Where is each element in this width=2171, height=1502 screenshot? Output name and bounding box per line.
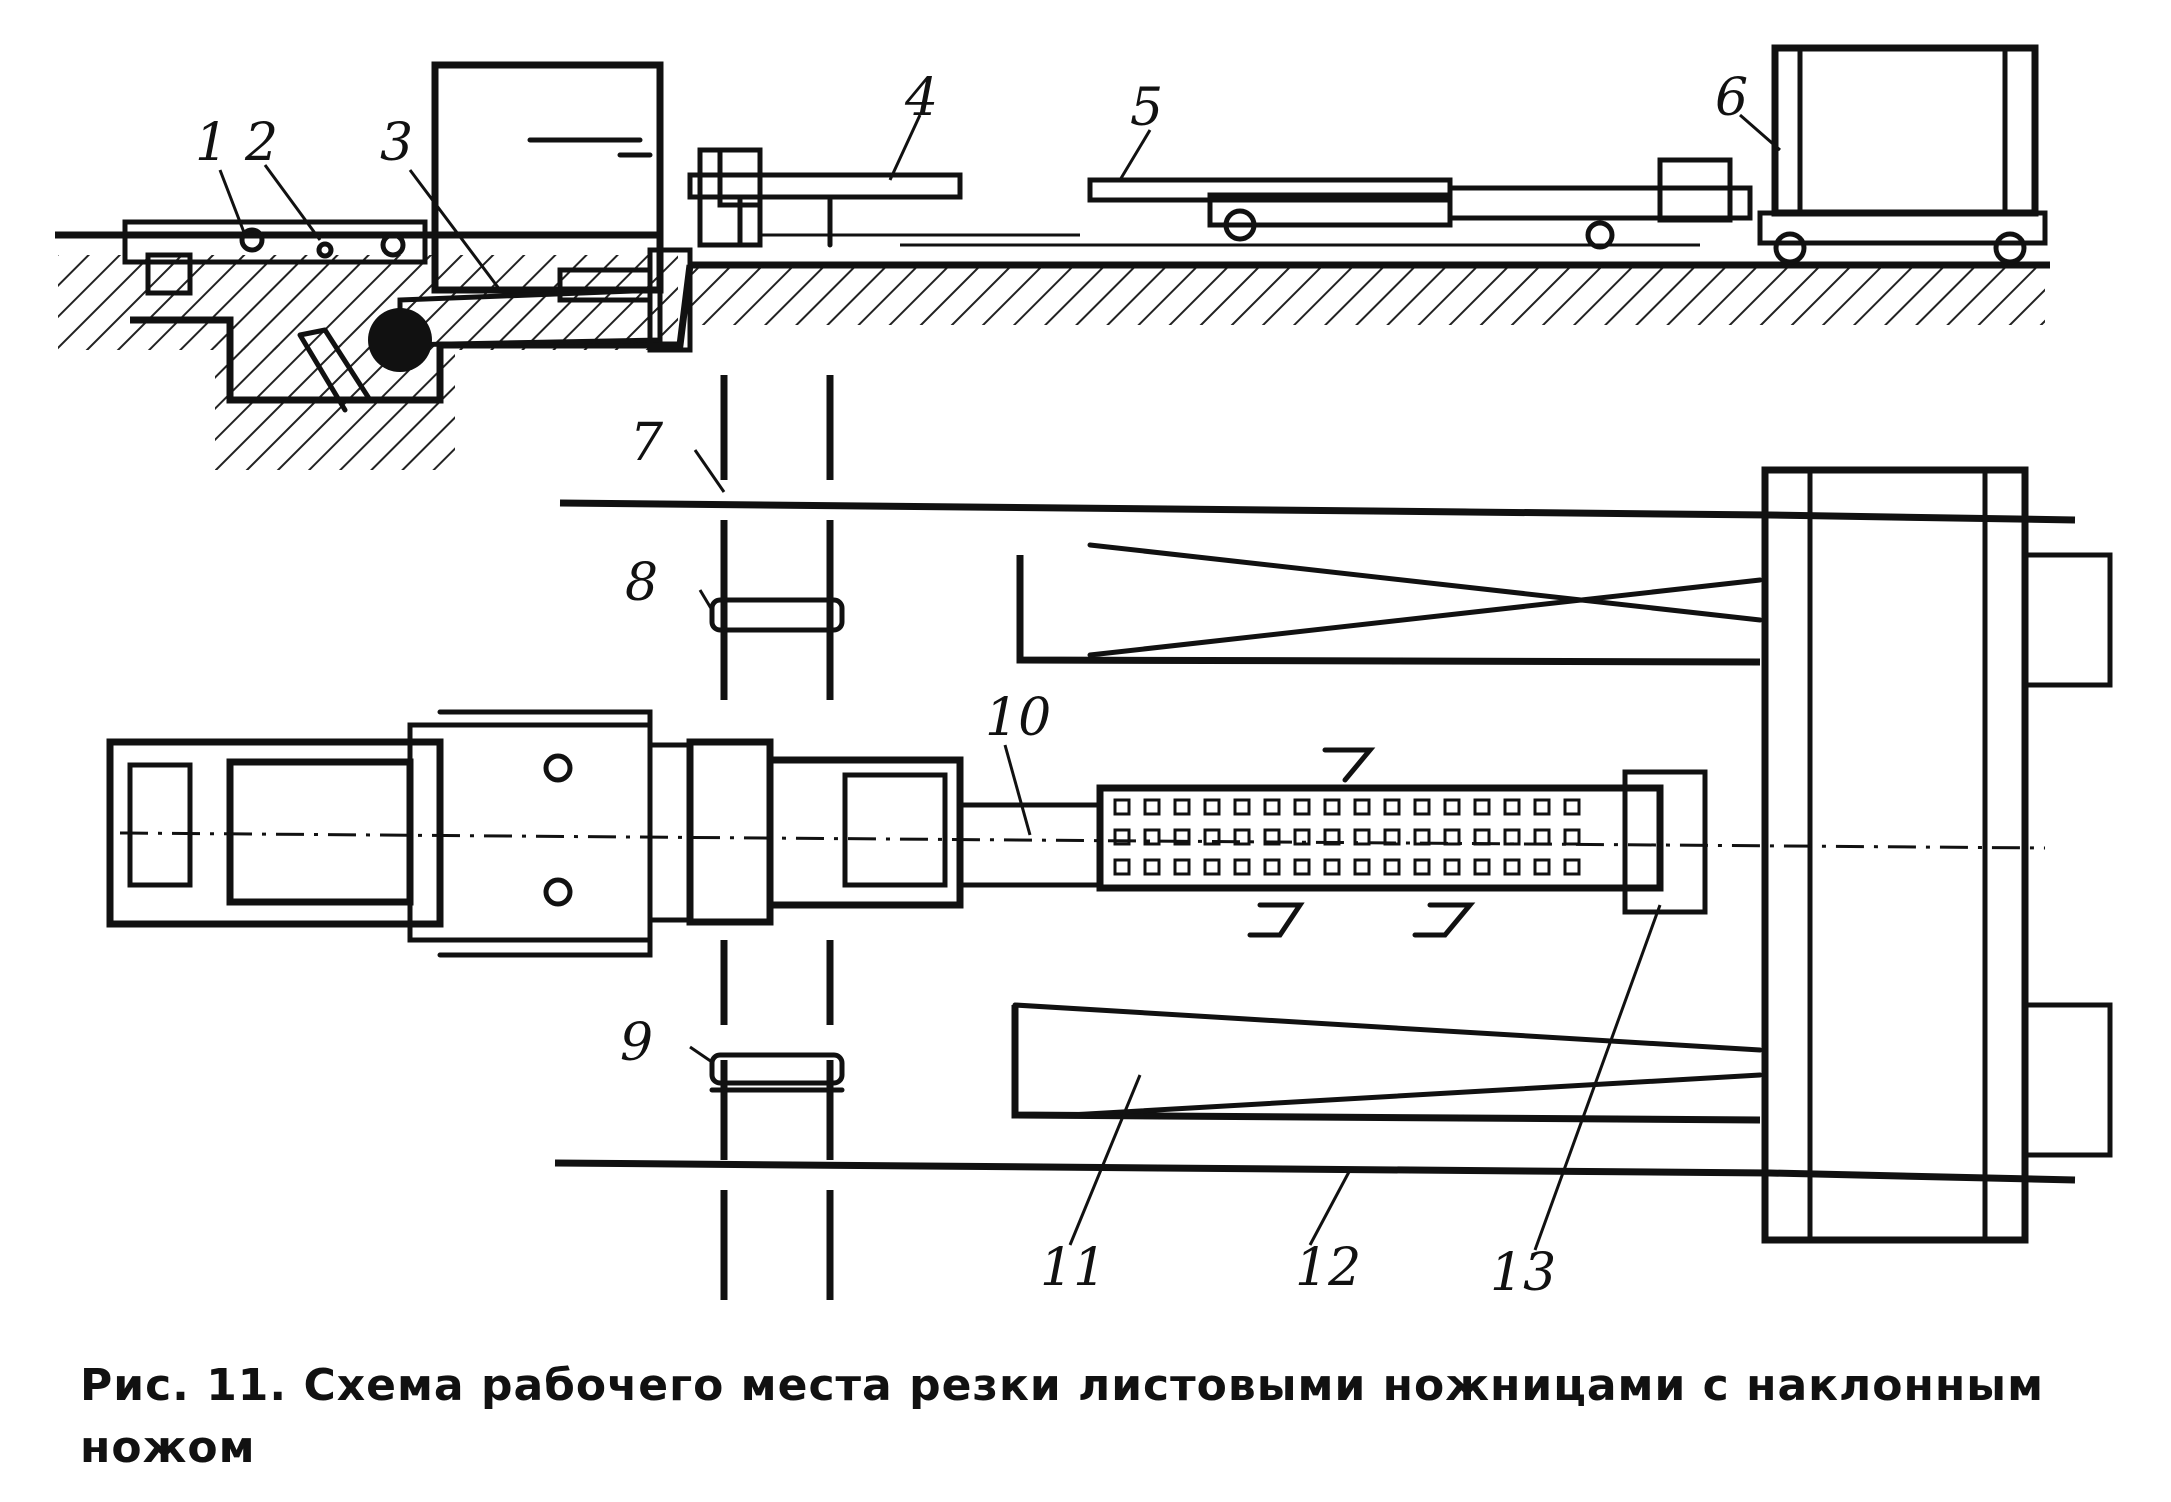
pocket-bottom: [1011, 1005, 1761, 1124]
bolt: [543, 753, 573, 783]
feeder-roller: [380, 232, 406, 258]
floor-line: [55, 231, 2050, 269]
figure-caption: Рис. 11. Схема рабочего места резки лист…: [80, 1360, 2045, 1473]
floor-hatch: [690, 265, 2045, 325]
plan-view: [106, 113, 2113, 1300]
conveyor-4-drive: [717, 147, 763, 208]
shear-brackets: [437, 709, 653, 958]
receiving-ends: [2022, 552, 2113, 1158]
label-5: 5: [1130, 78, 1163, 138]
leader-5: [1118, 129, 1152, 181]
receiving-frame-post: [1807, 467, 1988, 1243]
container-6: [1771, 44, 2039, 217]
callout-labels: 1 2 3 4 5 6 7 8 9 10 11 12 13: [195, 68, 1748, 1303]
leader-8: [698, 589, 714, 611]
label-8: 8: [625, 553, 658, 613]
leader-6: [1739, 113, 1781, 152]
clamp-9: [709, 1052, 845, 1086]
leader-10: [1003, 744, 1032, 836]
conveyor-4: [687, 172, 963, 200]
rail-12-bottom: [554, 1159, 2076, 1184]
feeder-roller: [239, 227, 265, 253]
container-wheel: [1993, 231, 2027, 265]
pocket-top: [1016, 555, 1761, 666]
roller-table: [1096, 784, 1664, 892]
shear-head: [686, 738, 774, 926]
shear-table-plan: [766, 756, 964, 909]
shear-table-inner: [842, 772, 948, 888]
container-6-post: [1797, 45, 2008, 216]
pit-outline: [130, 264, 694, 404]
leader-9: [689, 1045, 713, 1064]
pocket-top-diag: [1087, 542, 1763, 658]
guide-10: [957, 802, 1103, 888]
label-4: 4: [904, 68, 938, 128]
pocket-bottom-diag: [1012, 1002, 1763, 1118]
blade-arrow: [527, 137, 653, 158]
shear-gearbox: [127, 762, 193, 888]
label-6: 6: [1715, 68, 1748, 128]
cart-wheel: [1223, 208, 1257, 242]
centre-line: [119, 831, 2046, 850]
feeder-body: [122, 219, 428, 265]
feeder-block: [145, 252, 193, 296]
label-10: 10: [985, 688, 1051, 748]
label-12: 12: [1295, 1238, 1361, 1298]
conveyor-5-plate: [1447, 185, 1753, 221]
container-wheel: [1773, 231, 1807, 265]
leader-1: [218, 169, 247, 236]
conveyor-rail: [760, 233, 1700, 247]
crank-lever: [297, 327, 373, 413]
drive-gear: [368, 308, 432, 372]
shear-base: [106, 738, 444, 928]
table-edge: [647, 247, 693, 353]
shear-motor: [226, 758, 414, 906]
roller-table-drive: [1622, 769, 1708, 915]
roller-holes: [1113, 798, 1581, 876]
leader-11: [1068, 1074, 1142, 1246]
leader-4: [888, 114, 922, 181]
leader-2: [263, 164, 322, 241]
label-7: 7: [630, 413, 664, 473]
receiving-frame: [1761, 466, 2029, 1244]
clamp-8: [709, 597, 845, 633]
label-3: 3: [380, 113, 413, 173]
leader-3: [408, 169, 502, 291]
label-9: 9: [620, 1013, 653, 1073]
leader-7: [693, 449, 726, 493]
shear-housing: [407, 722, 653, 943]
bolt: [543, 877, 573, 907]
feeder-roller: [316, 241, 334, 259]
side-elevation: [55, 44, 2050, 470]
rail-12-top: [559, 499, 2076, 524]
label-1: 1: [195, 113, 228, 173]
conveyor-5-drive: [1657, 157, 1733, 223]
label-11: 11: [1040, 1238, 1106, 1298]
label-13: 13: [1490, 1243, 1556, 1303]
container-6-cart: [1757, 210, 2048, 246]
label-2: 2: [244, 113, 278, 173]
leader-13: [1533, 904, 1662, 1251]
cart-wheel: [1585, 220, 1615, 250]
shear-frame-plan: [647, 742, 693, 923]
leader-12: [1308, 1169, 1352, 1246]
roller-table-stops: [1247, 747, 1476, 938]
